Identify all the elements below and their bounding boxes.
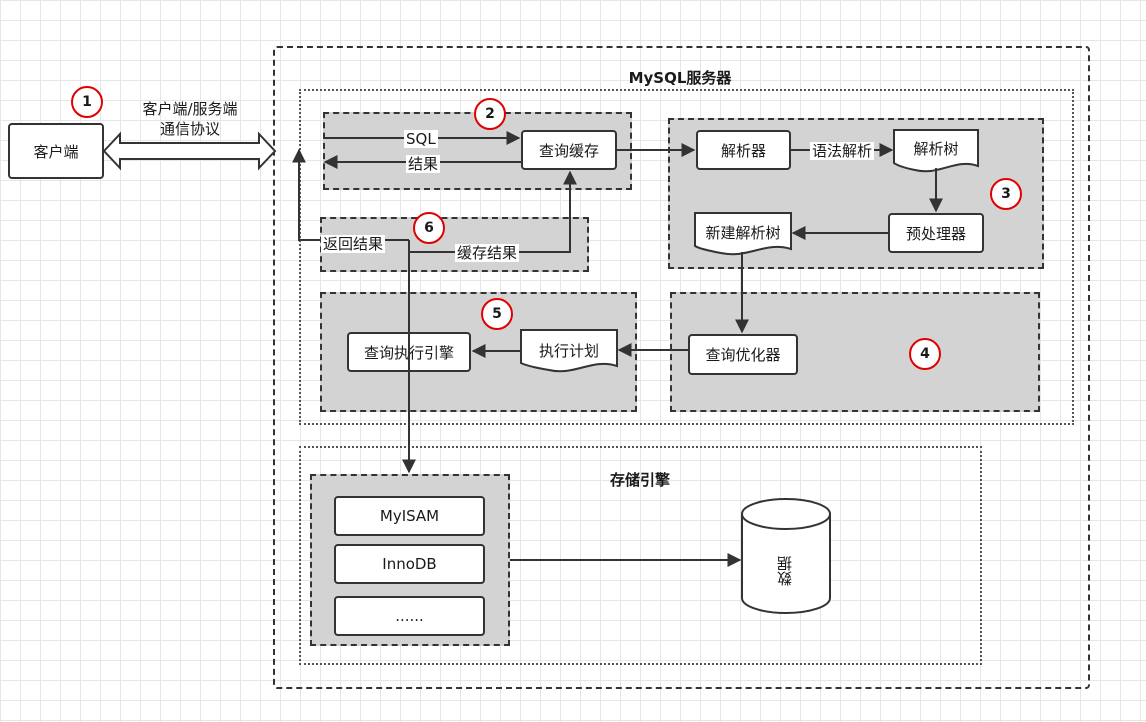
- storage-engine-myisam[interactable]: MyISAM: [334, 496, 485, 536]
- parser-box[interactable]: 解析器: [696, 130, 791, 170]
- storage-engine-area: [299, 446, 982, 665]
- execution-plan-doc: [520, 329, 618, 373]
- protocol-label-line2: 通信协议: [159, 120, 220, 138]
- protocol-label-line1: 客户端/服务端: [142, 100, 238, 118]
- syntax-parse-label: 语法解析: [810, 142, 875, 160]
- protocol-double-arrow[interactable]: [102, 131, 277, 171]
- storage-engine-innodb[interactable]: InnoDB: [334, 544, 485, 584]
- step-marker-4: 4: [909, 338, 941, 370]
- data-cylinder: [741, 498, 831, 614]
- mysql-server-title: MySQL服务器: [628, 69, 732, 87]
- parse-tree-doc: [893, 129, 979, 173]
- return-result-label: 返回结果: [321, 235, 386, 253]
- data-label: 数据: [776, 556, 794, 586]
- new-parse-tree-doc: [694, 212, 792, 256]
- sql-label: SQL: [404, 130, 438, 148]
- new-parse-tree-label: 新建解析树: [705, 224, 781, 242]
- protocol-label: 客户端/服务端 通信协议: [110, 99, 270, 139]
- step-marker-5: 5: [481, 298, 513, 330]
- query-cache-box[interactable]: 查询缓存: [521, 130, 617, 170]
- step-marker-2: 2: [474, 98, 506, 130]
- step-marker-3: 3: [990, 178, 1022, 210]
- result-label: 结果: [406, 155, 441, 173]
- return-result-arrow: [292, 148, 409, 241]
- parse-tree-label: 解析树: [913, 140, 959, 158]
- execution-plan-label: 执行计划: [538, 342, 599, 360]
- step-marker-1: 1: [71, 86, 103, 118]
- storage-engine-more[interactable]: ......: [334, 596, 485, 636]
- preprocessor-box[interactable]: 预处理器: [888, 213, 984, 253]
- storage-engine-title: 存储引擎: [609, 471, 670, 489]
- step-marker-6: 6: [413, 212, 445, 244]
- query-optimizer-box[interactable]: 查询优化器: [688, 334, 798, 375]
- server-core-area: [299, 89, 1074, 425]
- client-box[interactable]: 客户端: [8, 123, 104, 179]
- mysql-server-container: [273, 46, 1090, 689]
- cache-result-label: 缓存结果: [455, 244, 520, 262]
